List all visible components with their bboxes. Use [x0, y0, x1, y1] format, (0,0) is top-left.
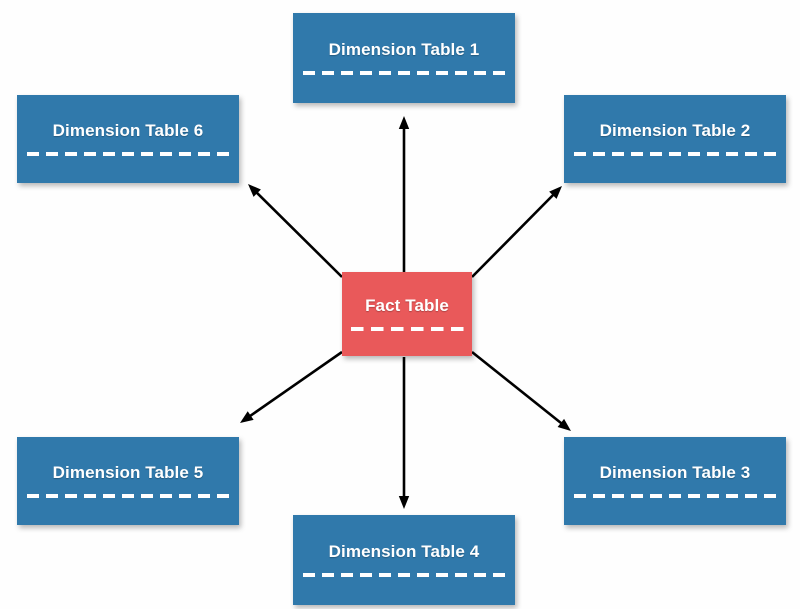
dimension-table-4-node[interactable]: Dimension Table 4: [293, 515, 515, 605]
dimension-table-2-divider: [573, 151, 777, 156]
connector-fact-to-dimension-6-arrowhead: [248, 184, 261, 197]
connector-fact-to-dimension-5-arrowhead: [240, 411, 254, 423]
dimension-table-3-label: Dimension Table 3: [599, 463, 751, 483]
dimension-table-1-node[interactable]: Dimension Table 1: [293, 13, 515, 103]
dimension-table-5-label: Dimension Table 5: [52, 463, 204, 483]
dimension-table-1-label: Dimension Table 1: [328, 40, 480, 60]
dimension-table-4-label: Dimension Table 4: [328, 542, 480, 562]
dimension-table-4-divider: [302, 572, 506, 577]
connector-fact-to-dimension-1-arrowhead: [398, 116, 410, 129]
connector-fact-to-dimension-3: [471, 350, 564, 426]
connector-fact-to-dimension-6: [254, 190, 343, 278]
connector-fact-to-dimension-2-arrowhead: [549, 186, 562, 199]
dimension-table-6-node[interactable]: Dimension Table 6: [17, 95, 239, 183]
dimension-table-6-label: Dimension Table 6: [52, 121, 204, 141]
connector-fact-to-dimension-5: [247, 350, 343, 419]
connector-fact-to-dimension-2: [471, 192, 556, 278]
connector-fact-to-dimension-4-arrowhead: [398, 496, 410, 509]
dimension-table-2-label: Dimension Table 2: [599, 121, 751, 141]
dimension-table-3-node[interactable]: Dimension Table 3: [564, 437, 786, 525]
fact-table-divider: [350, 326, 464, 331]
dimension-table-5-divider: [26, 493, 230, 498]
dimension-table-5-node[interactable]: Dimension Table 5: [17, 437, 239, 525]
fact-table-node[interactable]: Fact Table: [342, 272, 472, 356]
connector-fact-to-dimension-3-arrowhead: [557, 418, 571, 431]
fact-table-label: Fact Table: [365, 296, 449, 316]
dimension-table-6-divider: [26, 151, 230, 156]
dimension-table-3-divider: [573, 493, 777, 498]
dimension-table-1-divider: [302, 70, 506, 75]
dimension-table-2-node[interactable]: Dimension Table 2: [564, 95, 786, 183]
